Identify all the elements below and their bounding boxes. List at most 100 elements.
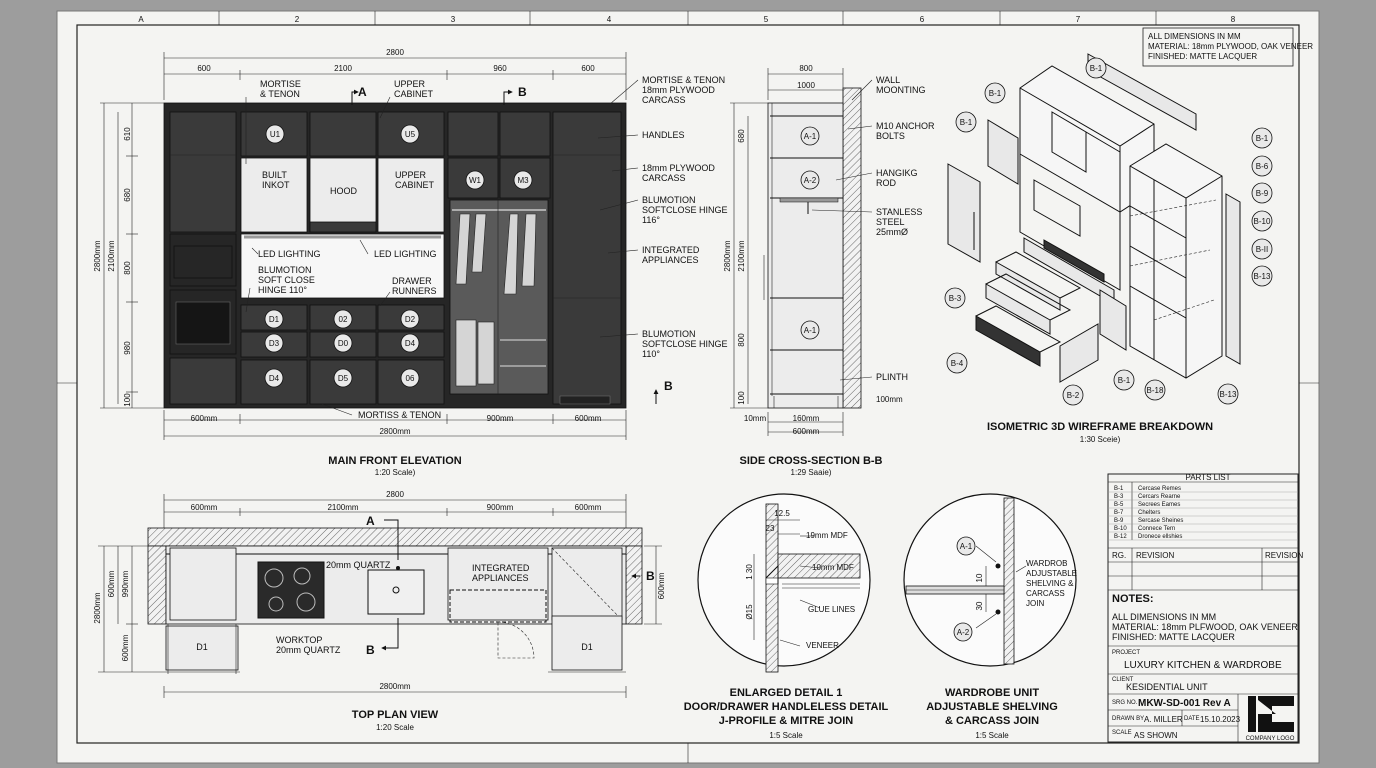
plan-dim-left-overall: 2800mm: [93, 592, 102, 623]
drawn-by-label: DRAWN BY: [1112, 716, 1144, 722]
drawn-by: A. MILLER: [1144, 715, 1183, 724]
scale-value: AS SHOWN: [1134, 731, 1178, 740]
scale-label: SCALE: [1112, 730, 1132, 736]
hob: [257, 561, 325, 619]
iso-badge-14: B-13: [1217, 383, 1239, 405]
iso-badge-11-text: B-2: [1067, 391, 1080, 400]
iso-badge-12-text: B-1: [1118, 376, 1131, 385]
iso-badge-9: B-3: [944, 287, 966, 309]
led-lighting-label-2: LED LIGHTING: [374, 249, 437, 259]
plan-dim-left-2: 600mm: [107, 570, 116, 597]
front-badge-1-text: U5: [405, 130, 416, 139]
plan-dim-bottom: 2800mm: [379, 682, 410, 691]
wall-section: [842, 87, 862, 409]
iso-badge-4: B-6: [1251, 155, 1273, 177]
front-badge-10-text: D4: [269, 374, 280, 383]
parts-row-3-id: B-7: [1114, 510, 1124, 516]
notes-line-3: FINISHED: MATTE LACQUER: [1112, 632, 1235, 642]
parts-row-4-desc: Sercase Sheines: [1138, 518, 1183, 524]
sink: [367, 569, 425, 615]
parts-row-1-desc: Cercars Rearne: [1138, 494, 1181, 500]
front-badge-9-text: D4: [405, 339, 416, 348]
front-callout-1: HANDLES: [642, 130, 685, 140]
front-dim-top-overall: 2800: [386, 48, 404, 57]
detail1-callout-1: 10mm MDF: [812, 563, 854, 572]
plan-label-quartz: 20mm QUARTZ: [326, 560, 391, 570]
side-badge-2: A-1: [800, 320, 820, 340]
front-badge-12: 06: [400, 368, 420, 388]
parts-row-2-desc: Secrees Eames: [1138, 502, 1180, 508]
front-badge-12-text: 06: [406, 374, 415, 383]
parts-row-6-desc: Dronece ellshies: [1138, 534, 1182, 540]
detail1-dim-1: 12.5: [774, 509, 790, 518]
front-dim-left-5: 800: [123, 261, 132, 275]
detail2-badge-0: A-1: [956, 536, 976, 556]
front-dim-top-2: 2100: [334, 64, 352, 73]
section-marker-a: A: [358, 85, 367, 99]
project-name: LUXURY KITCHEN & WARDROBE: [1124, 660, 1282, 671]
front-dim-bottom-1: 600mm: [191, 414, 218, 423]
iso-badge-3: B-1: [1251, 127, 1273, 149]
drawing-number-label: SRG NO.: [1112, 700, 1138, 706]
parts-row-6-id: B-12: [1114, 534, 1127, 540]
front-badge-0: U1: [265, 124, 285, 144]
side-badge-0: A-1: [800, 126, 820, 146]
plan-title: TOP PLAN VIEW: [352, 709, 439, 721]
parts-row-2-id: B-5: [1114, 502, 1124, 508]
parts-row-0-id: B-1: [1114, 486, 1124, 492]
plan-dim-left-3: 990mm: [121, 570, 130, 597]
front-dim-top-3: 960: [493, 64, 507, 73]
front-badge-5: 02: [333, 309, 353, 329]
front-badge-1: U5: [400, 124, 420, 144]
iso-badge-13-text: B-18: [1147, 386, 1164, 395]
grid-col-2: 2: [295, 15, 300, 24]
grid-col-A: A: [138, 15, 144, 24]
project-info: PROJECT LUXURY KITCHEN & WARDROBE CLIENT…: [1108, 650, 1298, 742]
side-badge-1-text: A-2: [804, 176, 817, 185]
front-badge-8-text: D0: [338, 339, 349, 348]
front-badge-4-text: D1: [269, 315, 280, 324]
mortise-tenon-label: MORTISE& TENON: [260, 79, 301, 99]
parts-row-1-id: B-3: [1114, 494, 1124, 500]
side-badge-1: A-2: [800, 170, 820, 190]
rev-col-2: REVISION: [1136, 551, 1174, 560]
parts-row-3-desc: Chelters: [1138, 510, 1160, 516]
side-dimensions: [730, 68, 844, 436]
plan-dim-right: 600mm: [657, 572, 666, 599]
drawing-number: MKW-SD-001 Rev A: [1138, 698, 1231, 709]
front-dim-left-7: 100: [123, 393, 132, 407]
section-marker-b: B: [518, 85, 527, 99]
hanging-garments: [455, 213, 537, 387]
plan-dimensions: [98, 494, 662, 698]
grid-col-3: 3: [451, 15, 456, 24]
side-dim-left-3: 680: [737, 129, 746, 143]
grid-col-8: 8: [1231, 15, 1236, 24]
date: 15.10.2023: [1200, 715, 1241, 724]
iso-badge-8-text: B-13: [1254, 272, 1271, 281]
parts-row-0-desc: Cercase Remes: [1138, 486, 1181, 492]
general-note-3: FINISHED: MATTE LACQUER: [1148, 52, 1257, 61]
iso-badge-6-text: B-10: [1254, 217, 1271, 226]
side-dim-top-1: 800: [799, 64, 813, 73]
iso-badge-13: B-18: [1144, 379, 1166, 401]
side-callout-4: PLINTH: [876, 372, 908, 382]
iso-badge-5-text: B-9: [1256, 189, 1269, 198]
front-dim-left-2: 2100mm: [107, 240, 116, 271]
general-notes: ALL DIMENSIONS IN MM MATERIAL: 18mm PLYW…: [1142, 27, 1313, 67]
